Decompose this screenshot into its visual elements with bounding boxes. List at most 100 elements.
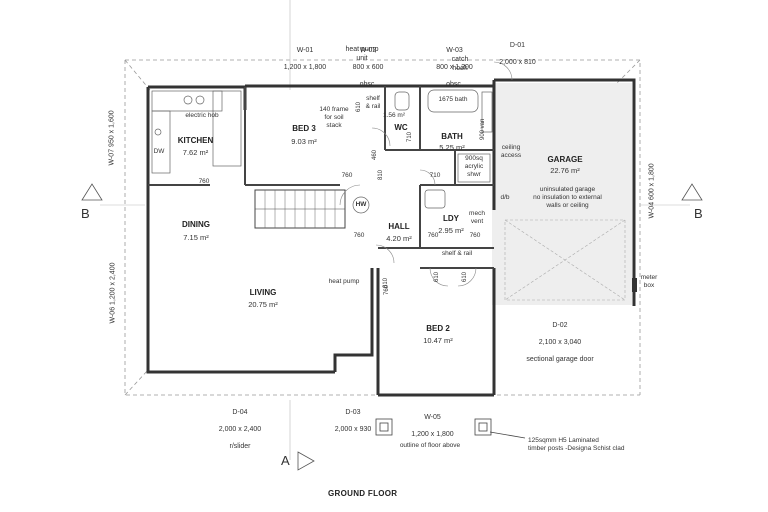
room-bed2-name: BED 2 [426,324,450,333]
section-a-marker [297,451,315,471]
walls [146,78,636,397]
room-kitchen-name: KITCHEN [177,136,214,145]
w06-size: 1,200 x 2,400 [109,262,117,305]
room-dining-area: 7.15 m² [183,233,209,242]
door-width-810a: 810 [378,169,384,180]
stair-treads [264,190,336,228]
bathroom-fixtures [352,89,493,214]
section-a-label: A [281,453,290,468]
plan-title: GROUND FLOOR [328,489,398,498]
w07-size: 950 x 1,600 [108,110,116,147]
note-outline: outline of floor above [399,442,461,449]
note-bath: 1675 bath [438,96,468,103]
note-garage: uninsulated garage no insulation to exte… [533,186,602,209]
door-d03: D-03 2,000 x 930 [318,400,388,434]
d01-id: D-01 [509,41,526,49]
w02-note: obsc. [359,80,377,88]
room-bath-area: 5.25 m² [439,143,465,152]
kitchen-benches [151,90,242,174]
note-db: d/b [500,194,510,201]
meter-box-shape [632,278,637,292]
note-heat-pump-unit: heat pump unit [345,46,379,62]
door-width-710b: 710 [407,131,413,142]
section-b-left-label: B [81,206,90,221]
note-heat-pump: heat pump [328,278,360,285]
d04-id: D-04 [232,408,248,416]
w05-size: 1,200 x 1,800 [411,430,454,438]
d02-id: D-02 [552,321,568,329]
door-width-610c: 610 [356,101,362,112]
garage-floor [492,83,632,305]
d02-note: sectional garage door [526,355,594,363]
note-posts: 125sqmm H5 Laminated timber posts -Desig… [528,437,625,452]
room-garage-area: 22.76 m² [550,166,580,175]
room-dining-name: DINING [182,220,210,229]
room-bed3-area: 9.03 m² [291,137,317,146]
room-bath-name: BATH [441,132,463,141]
window-w01: W-01 1,200 x 1,800 [270,38,340,72]
note-hw: HW [355,201,367,208]
window-w02: W-02 800 x 600 obsc. [343,38,393,89]
w02-size: 800 x 600 [352,63,384,71]
door-width-610b: 610 [462,271,468,282]
room-bed3-name: BED 3 [292,124,316,133]
w01-size: 1,200 x 1,800 [283,63,327,71]
room-bed2-area: 10.47 m² [423,336,453,345]
room-living-name: LIVING [249,288,277,297]
room-hall-name: HALL [388,222,410,231]
room-living-area: 20.75 m² [248,300,278,309]
note-meter-box: meter box [640,274,658,289]
d04-size: 2,000 x 2,400 [218,425,262,433]
note-van: 900 van [480,118,486,140]
note-shelf-rail: shelf & rail [441,250,473,257]
note-catch-hook: catch hook [451,56,469,72]
w07-id: W-07 [108,148,116,166]
window-w04: W-04 600 x 1,800 [648,159,656,219]
w02-id: W-02 [359,46,377,54]
note-shelf-rail-top: shelf & rail [365,95,381,110]
room-garage-name: GARAGE [547,155,583,164]
w04-size: 600 x 1,800 [648,163,656,200]
w05-id: W-05 [424,413,441,421]
section-lines [100,0,690,460]
w03-note: obsc. [446,80,463,88]
window-w03: W-03 800 x 1,200 obsc. [427,38,482,89]
section-b-right-marker [681,183,703,201]
door-width-760d: 760 [469,232,481,239]
room-wc-name: WC [394,123,408,132]
note-frame: 140 frame for soil stack [319,106,349,129]
w01-id: W-01 [296,46,314,54]
door-width-760c: 760 [427,232,439,239]
room-wc-area: 1.56 m² [382,112,406,119]
interior-walls [148,86,494,269]
d03-id: D-03 [345,408,361,416]
section-b-left-marker [81,183,103,201]
w06-id: W-06 [109,306,117,324]
note-shower: 900sq acrylic shwr [464,155,484,178]
door-width-810b: 810 [383,277,389,288]
room-hall-area: 4.20 m² [386,234,412,243]
door-width-760f: 760 [198,178,210,185]
door-width-610a: 610 [434,271,440,282]
note-mech-vent: mech vent [469,210,485,225]
door-d04: D-04 2,000 x 2,400 r/slider [200,400,280,451]
door-d02: D-02 2,100 x 3,040 sectional garage door [510,313,610,364]
w04-id: W-04 [648,201,656,219]
w03-size: 800 x 1,200 [436,63,473,71]
d02-size: 2,100 x 3,040 [538,338,582,346]
room-ldy-name: LDY [443,214,459,223]
section-b-right-label: B [694,206,703,221]
note-ceiling-access: ceiling access [500,144,522,159]
door-width-460: 460 [372,149,378,160]
door-width-760b: 760 [353,232,365,239]
w03-id: W-03 [446,46,463,54]
room-ldy-area: 2.95 m² [438,226,464,235]
window-w06: W-06 1,200 x 2,400 [110,254,117,324]
timber-posts [375,418,526,439]
window-w05: W-05 1,200 x 1,800 [400,405,465,439]
door-swings [339,61,513,287]
window-w07: W-07 950 x 1,600 [108,106,116,166]
d03-size: 2,000 x 930 [334,425,372,433]
